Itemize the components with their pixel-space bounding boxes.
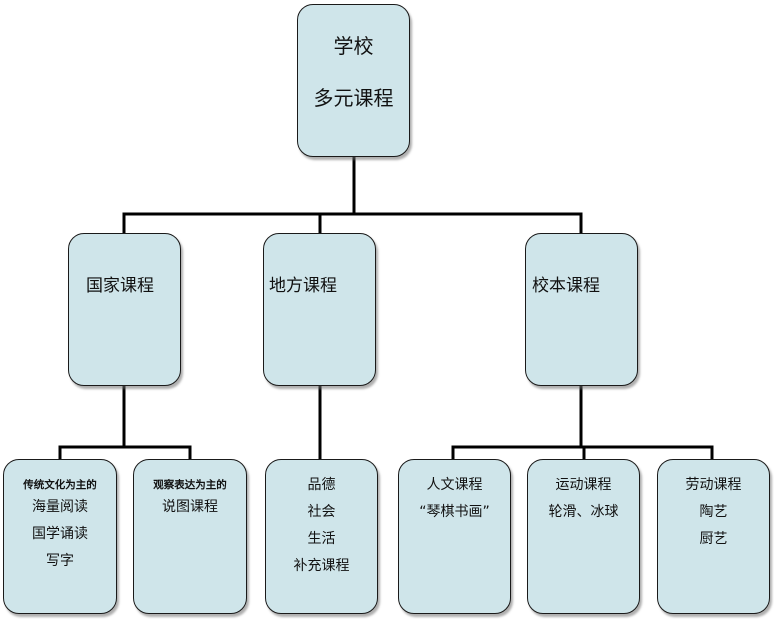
leaf-item: 说图课程 [162,499,218,515]
leaf-sports: 运动课程 轮滑、冰球 [527,459,640,614]
leaf-item: 陶艺 [699,504,728,520]
node-national-curriculum: 国家课程 [68,233,181,386]
leaf-humanities: 人文课程 “琴棋书画” [398,459,511,614]
node-title-school-based: 校本课程 [532,276,600,296]
leaf-heading-observation: 观察表达为主的 [153,479,227,491]
leaf-item: 生活 [307,531,336,547]
leaf-labor: 劳动课程 陶艺 厨艺 [657,459,770,614]
root-label-line-1: 学校 [333,34,374,58]
leaf-local-subjects: 品德 社会 生活 补充课程 [265,459,378,614]
leaf-item: 轮滑、冰球 [548,504,619,520]
root-label-line-2: 多元课程 [313,86,394,110]
leaf-traditional-culture: 传统文化为主的 海量阅读 国学诵读 写字 [3,459,117,614]
leaf-item: 厨艺 [699,531,728,547]
node-title-local: 地方课程 [269,276,337,296]
leaf-items-humanities: 人文课程 “琴棋书画” [399,472,510,526]
leaf-items-observation: 说图课程 [134,494,246,521]
leaf-item: 劳动课程 [685,477,742,493]
leaf-item: 人文课程 [426,477,483,493]
leaf-item: 运动课程 [555,477,612,493]
leaf-items-local: 品德 社会 生活 补充课程 [266,472,377,580]
leaf-heading-traditional: 传统文化为主的 [23,479,97,491]
leaf-item: 写字 [46,553,74,569]
node-school-based-curriculum: 校本课程 [525,233,638,386]
leaf-item: 海量阅读 [32,499,88,515]
leaf-item: “琴棋书画” [419,504,490,520]
node-local-curriculum: 地方课程 [263,233,376,386]
leaf-item: 品德 [307,477,336,493]
root-node-school-curriculum: 学校 多元课程 [297,4,410,157]
leaf-item: 国学诵读 [32,526,88,542]
leaf-items-sports: 运动课程 轮滑、冰球 [528,472,639,526]
leaf-observation-expression: 观察表达为主的 说图课程 [133,459,247,614]
leaf-item: 社会 [307,504,336,520]
leaf-items-labor: 劳动课程 陶艺 厨艺 [658,472,769,553]
leaf-item: 补充课程 [293,558,350,574]
node-title-national: 国家课程 [86,276,154,296]
leaf-items-traditional: 海量阅读 国学诵读 写字 [4,494,116,575]
